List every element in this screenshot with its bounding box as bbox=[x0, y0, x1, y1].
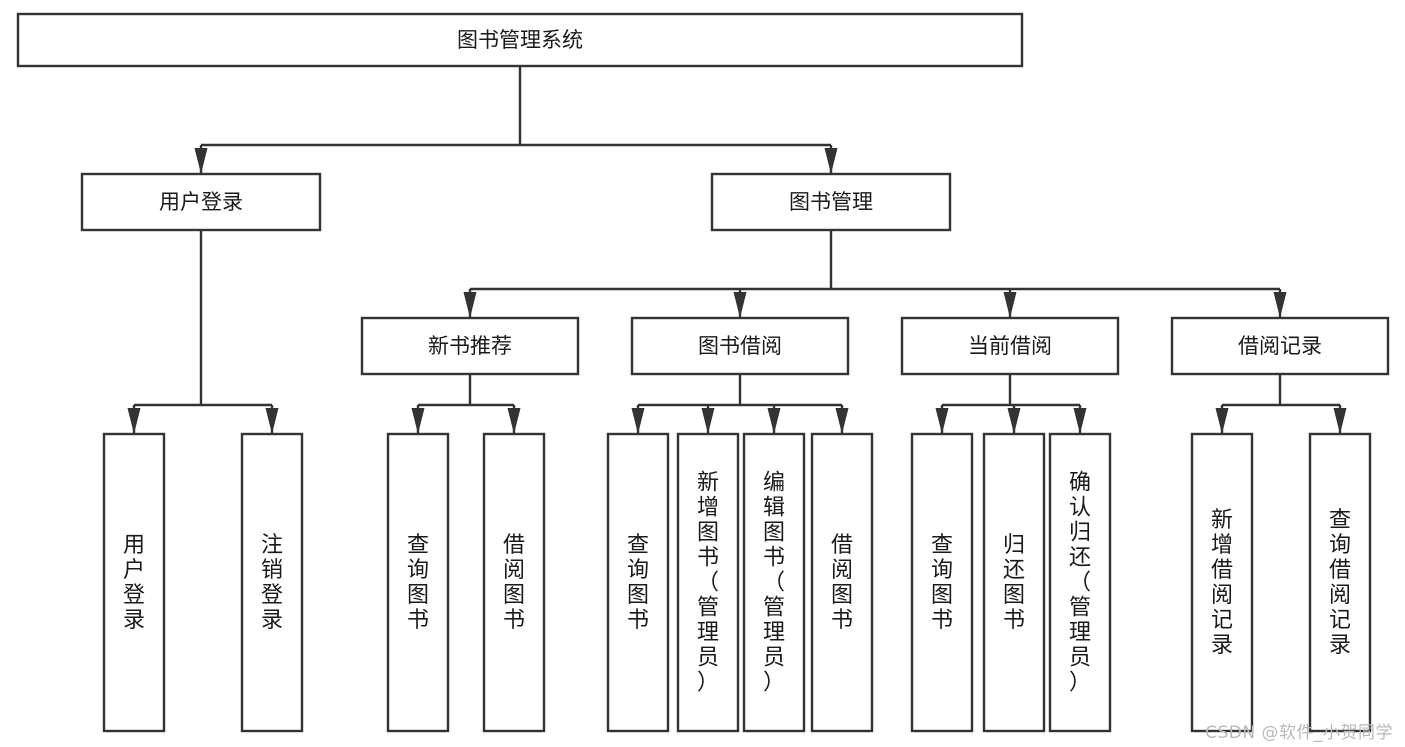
node-leaf-confirm-return[interactable]: 确认归还（管理员） bbox=[1048, 432, 1112, 733]
node-layer: 图书管理系统用户登录图书管理新书推荐图书借阅当前借阅借阅记录用户登录注销登录查询… bbox=[16, 12, 1390, 733]
node-label-leaf-confirm-return: 确认归还（管理员） bbox=[1069, 471, 1091, 696]
node-label-book-borrow: 图书借阅 bbox=[698, 334, 782, 358]
arrow-head-leaf-query-book-3 bbox=[935, 408, 949, 434]
node-new-book-rec[interactable]: 新书推荐 bbox=[360, 316, 580, 376]
node-label-leaf-edit-book: 编辑图书（管理员） bbox=[763, 471, 785, 696]
node-box-leaf-add-book[interactable] bbox=[676, 432, 740, 733]
node-box-user-login[interactable] bbox=[80, 172, 322, 232]
node-box-book-manage[interactable] bbox=[710, 172, 952, 232]
node-box-new-book-rec[interactable] bbox=[360, 316, 580, 376]
node-book-manage[interactable]: 图书管理 bbox=[710, 172, 952, 232]
arrow-head-book-borrow bbox=[733, 292, 747, 318]
arrow-head-borrow-record bbox=[1273, 292, 1287, 318]
node-leaf-user-login[interactable]: 用户登录 bbox=[102, 432, 166, 733]
node-label-current-borrow: 当前借阅 bbox=[968, 334, 1052, 358]
node-box-leaf-edit-book[interactable] bbox=[742, 432, 806, 733]
node-box-leaf-borrow-book-1[interactable] bbox=[482, 432, 546, 733]
arrow-head-leaf-query-record bbox=[1333, 408, 1347, 434]
arrow-head-new-book-rec bbox=[463, 292, 477, 318]
node-label-leaf-add-record: 新增借阅记录 bbox=[1211, 508, 1233, 658]
node-leaf-query-book-2[interactable]: 查询图书 bbox=[606, 432, 670, 733]
arrow-head-leaf-user-logout bbox=[265, 408, 279, 434]
node-label-book-manage: 图书管理 bbox=[789, 190, 873, 214]
node-leaf-add-book[interactable]: 新增图书（管理员） bbox=[676, 432, 740, 733]
node-label-root: 图书管理系统 bbox=[457, 28, 583, 52]
node-box-leaf-add-record[interactable] bbox=[1190, 432, 1254, 733]
node-label-leaf-user-logout: 注销登录 bbox=[261, 533, 283, 633]
arrow-head-leaf-user-login bbox=[127, 408, 141, 434]
node-current-borrow[interactable]: 当前借阅 bbox=[900, 316, 1120, 376]
node-label-leaf-query-book-2: 查询图书 bbox=[627, 533, 649, 633]
node-label-borrow-record: 借阅记录 bbox=[1238, 334, 1322, 358]
node-label-leaf-query-book-3: 查询图书 bbox=[931, 533, 953, 633]
csdn-watermark: CSDN @软件_小贺同学 bbox=[1205, 723, 1393, 743]
node-box-current-borrow[interactable] bbox=[900, 316, 1120, 376]
arrow-head-leaf-edit-book bbox=[767, 408, 781, 434]
node-leaf-query-record[interactable]: 查询借阅记录 bbox=[1308, 432, 1372, 733]
node-leaf-return-book[interactable]: 归还图书 bbox=[982, 432, 1046, 733]
arrow-head-leaf-return-book bbox=[1007, 408, 1021, 434]
node-box-leaf-user-login[interactable] bbox=[102, 432, 166, 733]
node-box-leaf-borrow-book-2[interactable] bbox=[810, 432, 874, 733]
node-box-leaf-confirm-return[interactable] bbox=[1048, 432, 1112, 733]
node-box-leaf-query-record[interactable] bbox=[1308, 432, 1372, 733]
node-leaf-user-logout[interactable]: 注销登录 bbox=[240, 432, 304, 733]
node-leaf-query-book-3[interactable]: 查询图书 bbox=[910, 432, 974, 733]
node-box-leaf-return-book[interactable] bbox=[982, 432, 1046, 733]
connector-layer bbox=[127, 66, 1347, 434]
node-leaf-borrow-book-1[interactable]: 借阅图书 bbox=[482, 432, 546, 733]
arrow-head-user-login bbox=[194, 148, 208, 174]
node-leaf-query-book-1[interactable]: 查询图书 bbox=[386, 432, 450, 733]
node-book-borrow[interactable]: 图书借阅 bbox=[630, 316, 850, 376]
arrow-head-leaf-add-record bbox=[1215, 408, 1229, 434]
arrow-head-leaf-add-book bbox=[701, 408, 715, 434]
node-user-login[interactable]: 用户登录 bbox=[80, 172, 322, 232]
node-box-leaf-query-book-3[interactable] bbox=[910, 432, 974, 733]
node-box-borrow-record[interactable] bbox=[1170, 316, 1390, 376]
node-box-leaf-query-book-1[interactable] bbox=[386, 432, 450, 733]
node-leaf-borrow-book-2[interactable]: 借阅图书 bbox=[810, 432, 874, 733]
node-label-leaf-query-book-1: 查询图书 bbox=[407, 533, 429, 633]
node-box-book-borrow[interactable] bbox=[630, 316, 850, 376]
node-box-root[interactable] bbox=[16, 12, 1024, 68]
node-label-leaf-add-book: 新增图书（管理员） bbox=[697, 471, 719, 696]
node-box-leaf-user-logout[interactable] bbox=[240, 432, 304, 733]
arrow-head-leaf-query-book-2 bbox=[631, 408, 645, 434]
node-label-new-book-rec: 新书推荐 bbox=[428, 334, 512, 358]
arrow-head-leaf-borrow-book-1 bbox=[507, 408, 521, 434]
node-leaf-edit-book[interactable]: 编辑图书（管理员） bbox=[742, 432, 806, 733]
node-borrow-record[interactable]: 借阅记录 bbox=[1170, 316, 1390, 376]
node-label-leaf-query-record: 查询借阅记录 bbox=[1329, 508, 1351, 658]
arrow-head-book-manage bbox=[824, 148, 838, 174]
node-label-leaf-borrow-book-2: 借阅图书 bbox=[831, 533, 853, 633]
node-leaf-add-record[interactable]: 新增借阅记录 bbox=[1190, 432, 1254, 733]
arrow-head-leaf-borrow-book-2 bbox=[835, 408, 849, 434]
node-box-leaf-query-book-2[interactable] bbox=[606, 432, 670, 733]
arrow-head-leaf-query-book-1 bbox=[411, 408, 425, 434]
node-label-leaf-borrow-book-1: 借阅图书 bbox=[503, 533, 525, 633]
node-label-leaf-return-book: 归还图书 bbox=[1003, 533, 1025, 633]
node-root[interactable]: 图书管理系统 bbox=[16, 12, 1024, 68]
arrow-head-current-borrow bbox=[1003, 292, 1017, 318]
arrow-head-leaf-confirm-return bbox=[1073, 408, 1087, 434]
node-label-user-login: 用户登录 bbox=[159, 190, 243, 214]
node-label-leaf-user-login: 用户登录 bbox=[123, 533, 145, 633]
